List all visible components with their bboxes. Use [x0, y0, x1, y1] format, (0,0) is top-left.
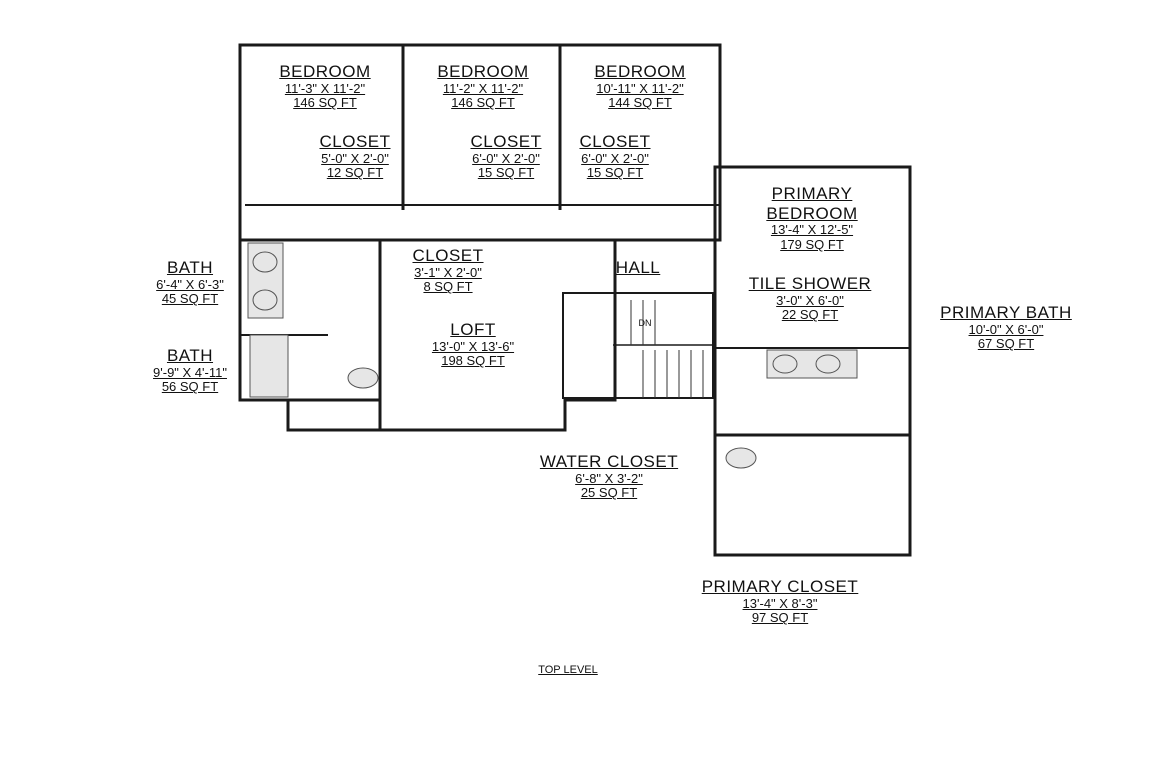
room-name: CLOSET: [319, 132, 391, 151]
room-label-primary-bath: PRIMARY BATH 10'-0" X 6'-0" 67 SQ FT: [940, 303, 1072, 352]
room-area: 22 SQ FT: [781, 307, 839, 323]
room-name: HALL: [615, 258, 661, 277]
room-label-water-closet: WATER CLOSET 6'-8" X 3'-2" 25 SQ FT: [540, 452, 678, 501]
room-area: 146 SQ FT: [293, 95, 357, 111]
room-name: BEDROOM: [437, 62, 529, 81]
plan-title: TOP LEVEL: [538, 664, 598, 676]
room-name: BEDROOM: [279, 62, 371, 81]
room-label-tile-shower: TILE SHOWER 3'-0" X 6'-0" 22 SQ FT: [749, 274, 872, 323]
room-dimensions: 9'-9" X 4'-11": [153, 364, 227, 380]
room-label-bath-2: BATH 9'-9" X 4'-11" 56 SQ FT: [153, 346, 227, 395]
room-dimensions: 5'-0" X 2'-0": [321, 150, 389, 166]
room-area: 12 SQ FT: [326, 165, 384, 181]
room-area: 45 SQ FT: [161, 291, 219, 307]
room-name: CLOSET: [412, 246, 484, 265]
room-label-bedroom-3: BEDROOM 10'-11" X 11'-2" 144 SQ FT: [594, 62, 685, 111]
room-area: 179 SQ FT: [780, 237, 844, 253]
room-label-hall: HALL: [616, 258, 661, 278]
room-name: WATER CLOSET: [539, 452, 679, 471]
room-label-loft: LOFT 13'-0" X 13'-6" 198 SQ FT: [432, 320, 514, 369]
room-dimensions: 3'-0" X 6'-0": [776, 292, 844, 308]
room-name: TILE SHOWER: [748, 274, 872, 293]
room-dimensions: 6'-0" X 2'-0": [472, 150, 540, 166]
room-label-primary-closet: PRIMARY CLOSET 13'-4" X 8'-3" 97 SQ FT: [702, 577, 859, 626]
room-dimensions: 13'-4" X 12'-5": [770, 222, 854, 238]
room-name: BATH: [166, 346, 214, 365]
room-label-bath-1: BATH 6'-4" X 6'-3" 45 SQ FT: [156, 258, 224, 307]
room-name: LOFT: [450, 320, 496, 339]
room-label-closet-2: CLOSET 6'-0" X 2'-0" 15 SQ FT: [470, 132, 541, 181]
room-label-bedroom-2: BEDROOM 11'-2" X 11'-2" 146 SQ FT: [437, 62, 528, 111]
room-name: BATH: [166, 258, 214, 277]
room-label-closet-hall: CLOSET 3'-1" X 2'-0" 8 SQ FT: [412, 246, 483, 295]
room-dimensions: 10'-0" X 6'-0": [968, 321, 1044, 337]
room-label-closet-1: CLOSET 5'-0" X 2'-0" 12 SQ FT: [319, 132, 390, 181]
room-area: 56 SQ FT: [161, 379, 219, 395]
room-name: BEDROOM: [594, 62, 686, 81]
room-area: 15 SQ FT: [586, 165, 644, 181]
room-area: 144 SQ FT: [608, 95, 672, 111]
room-label-bedroom-1: BEDROOM 11'-3" X 11'-2" 146 SQ FT: [279, 62, 370, 111]
room-name: PRIMARY CLOSET: [701, 577, 859, 596]
room-name: CLOSET: [470, 132, 542, 151]
room-area: 198 SQ FT: [441, 353, 505, 369]
stair-label: DN: [638, 318, 652, 328]
room-name: CLOSET: [579, 132, 651, 151]
room-dimensions: 13'-0" X 13'-6": [431, 338, 515, 354]
room-area: 8 SQ FT: [423, 279, 473, 295]
room-dimensions: 6'-8" X 3'-2": [575, 470, 643, 486]
room-dimensions: 13'-4" X 8'-3": [742, 595, 818, 611]
room-dimensions: 11'-2" X 11'-2": [442, 80, 524, 96]
room-dimensions: 10'-11" X 11'-2": [596, 80, 684, 96]
room-dimensions: 3'-1" X 2'-0": [414, 264, 482, 280]
room-area: 25 SQ FT: [580, 485, 638, 501]
room-dimensions: 6'-0" X 2'-0": [581, 150, 649, 166]
room-area: 97 SQ FT: [751, 610, 809, 626]
room-label-closet-3: CLOSET 6'-0" X 2'-0" 15 SQ FT: [579, 132, 650, 181]
room-area: 146 SQ FT: [451, 95, 515, 111]
room-name: PRIMARY BATH: [940, 303, 1072, 322]
room-label-primary-bedroom: PRIMARY BEDROOM 13'-4" X 12'-5" 179 SQ F…: [752, 184, 872, 253]
room-area: 15 SQ FT: [477, 165, 535, 181]
room-dimensions: 6'-4" X 6'-3": [156, 276, 224, 292]
room-area: 67 SQ FT: [977, 336, 1035, 352]
room-dimensions: 11'-3" X 11'-2": [284, 80, 366, 96]
room-name: PRIMARY BEDROOM: [766, 184, 858, 223]
